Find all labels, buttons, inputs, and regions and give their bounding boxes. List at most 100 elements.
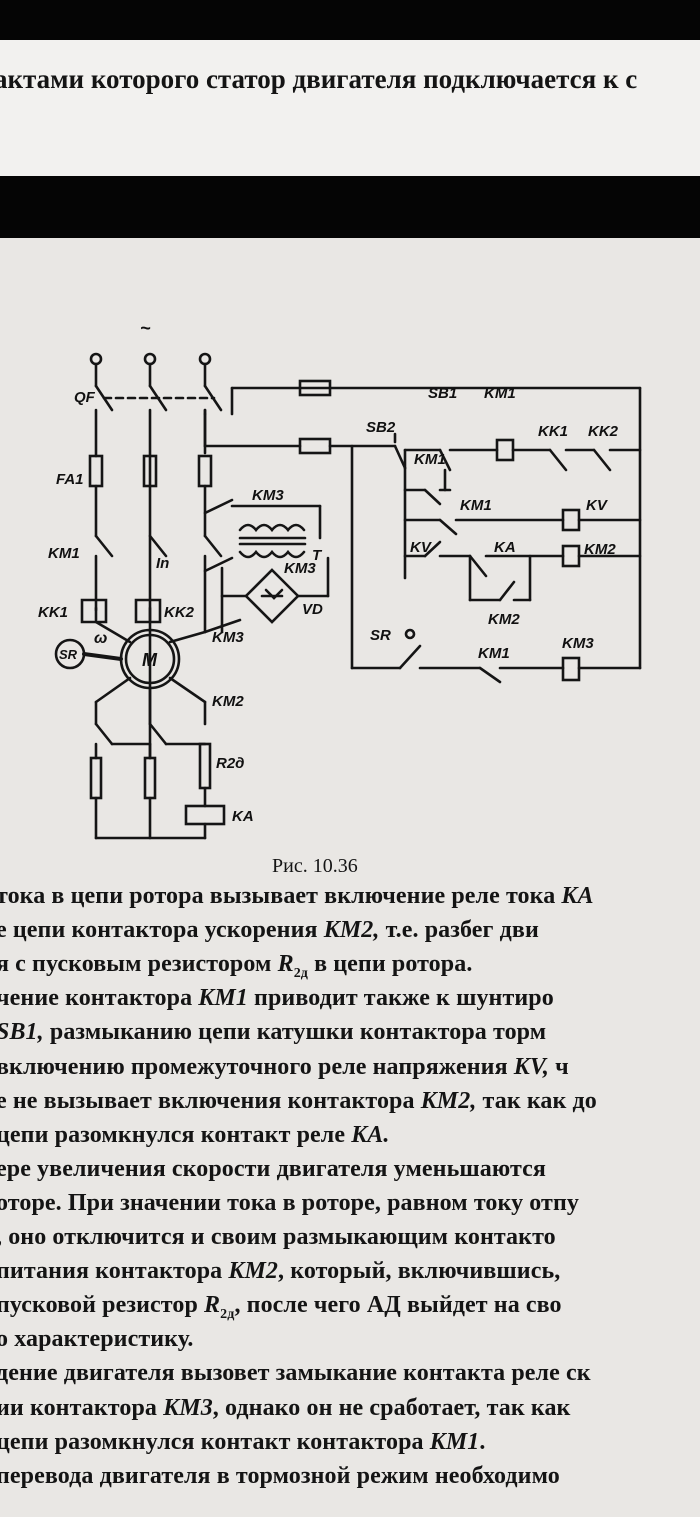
text-run: ч <box>549 1053 569 1080</box>
italic-term: KA. <box>351 1121 390 1148</box>
label-omega: ω <box>94 630 107 647</box>
italic-term: SB1, <box>0 1019 44 1046</box>
text-run: , оно отключится и своим размыкающим кон… <box>0 1224 556 1250</box>
text-run: т.е. разбег дви <box>379 917 539 944</box>
text-run: е цепи контактора ускорения <box>0 917 324 944</box>
label-in: In <box>156 555 169 572</box>
text-line: пусковой резистор R2д, после чего АД вый… <box>0 1292 562 1323</box>
text-run: ии контактора <box>0 1394 164 1421</box>
top-black-band <box>0 0 700 40</box>
text-line: е не вызывает включения контактора KM2, … <box>0 1088 597 1115</box>
text-run: , который, включившись, <box>278 1258 561 1285</box>
text-line: ии контактора KM3, однако он не сработае… <box>0 1395 570 1422</box>
text-run: оторе. При значении тока в роторе, равно… <box>0 1189 579 1216</box>
label-kk1: KK1 <box>38 604 68 621</box>
subscript: 2д <box>220 1306 235 1322</box>
text-run: питания контактора <box>0 1258 229 1285</box>
label-sr: SR <box>59 647 78 662</box>
circuit-diagram: QF ~ FA1 KM1 KK1 KK2 SR ω M In KM3 T KM3… <box>38 318 642 840</box>
label-km1-contact-2: KM1 <box>460 497 492 514</box>
text-line: е цепи контактора ускорения KM2, т.е. ра… <box>0 917 539 944</box>
text-run: размыканию цепи катушки контактора торм <box>43 1019 547 1046</box>
label-km1-contact-3: KM1 <box>478 645 510 662</box>
diagram-labels: QF ~ FA1 KM1 KK1 KK2 SR ω M In KM3 T KM3… <box>38 318 619 825</box>
label-kk1-ctrl: KK1 <box>538 423 568 440</box>
previous-page-strip: актами которого статор двигателя подключ… <box>0 40 700 176</box>
italic-term: R <box>204 1292 221 1319</box>
text-line: , оно отключится и своим размыкающим кон… <box>0 1224 556 1251</box>
text-line: о характеристику. <box>0 1326 194 1353</box>
label-km1-coil: KM1 <box>484 385 516 402</box>
text-run: перевода двигателя в тормозной режим нео… <box>0 1462 560 1489</box>
text-run: цепи разомкнулся контакт реле <box>0 1121 352 1148</box>
label-ka-contact: KA <box>494 539 516 556</box>
text-run: , однако он не сработает, так как <box>212 1394 571 1421</box>
label-sr-contact: SR <box>370 627 391 644</box>
text-line: питания контактора KM2, который, включив… <box>0 1258 560 1285</box>
text-line: включению промежуточного реле напряжения… <box>0 1054 569 1081</box>
italic-term: KM3 <box>163 1394 213 1421</box>
label-kv-contact: KV <box>410 539 433 556</box>
text-run: цепи разомкнулся контакт контактора <box>0 1428 430 1455</box>
text-run: дение двигателя вызовет замыкание контак… <box>0 1360 591 1387</box>
italic-term: KM1 <box>198 985 248 1012</box>
italic-term: KM2, <box>323 917 380 944</box>
label-km2-rotor: KM2 <box>212 693 244 710</box>
text-run: , после чего АД выйдет на сво <box>234 1292 562 1319</box>
text-line: чение контактора KM1 приводит также к шу… <box>0 985 554 1012</box>
label-vd: VD <box>302 601 323 618</box>
text-run: о характеристику. <box>0 1326 194 1353</box>
text-run: приводит также к шунтиро <box>247 985 554 1012</box>
label-qf: QF <box>74 389 96 406</box>
text-run: в цепи ротора. <box>307 951 473 978</box>
label-kv-coil: KV <box>586 497 609 514</box>
text-run: пусковой резистор <box>0 1292 205 1319</box>
italic-term: KM2 <box>228 1258 279 1285</box>
label-km3-top: KM3 <box>252 487 284 504</box>
text-line: цепи разомкнулся контакт контактора KM1. <box>0 1429 486 1456</box>
subscript: 2д <box>293 965 308 981</box>
label-kk2-ctrl: KK2 <box>588 423 619 440</box>
text-line: ере увеличения скорости двигателя уменьш… <box>0 1156 546 1183</box>
text-line: дение двигателя вызовет замыкание контак… <box>0 1360 591 1387</box>
label-km1-contact-1: KM1 <box>414 451 446 468</box>
label-t: T <box>312 547 323 564</box>
text-run: чение контактора <box>0 985 199 1012</box>
text-run: включению промежуточного реле напряжения <box>0 1053 514 1080</box>
book-page: QF ~ FA1 KM1 KK1 KK2 SR ω M In KM3 T KM3… <box>0 238 700 1517</box>
text-line: SB1, размыканию цепи катушки контактора … <box>0 1019 546 1046</box>
label-sb2: SB2 <box>366 419 396 436</box>
text-line: оторе. При значении тока в роторе, равно… <box>0 1190 579 1217</box>
label-tilde: ~ <box>140 318 151 338</box>
label-ka-rotor: KA <box>232 808 254 825</box>
italic-term: KM1 <box>429 1428 480 1455</box>
text-line: тока в цепи ротора вызывает включение ре… <box>0 883 594 910</box>
previous-page-text-line: актами которого статор двигателя подключ… <box>0 64 638 94</box>
label-fa1: FA1 <box>56 471 84 488</box>
text-run: ере увеличения скорости двигателя уменьш… <box>0 1155 546 1182</box>
label-r2d: R2д <box>216 755 244 772</box>
text-run: . <box>479 1428 486 1455</box>
text-line: перевода двигателя в тормозной режим нео… <box>0 1463 560 1490</box>
label-motor: M <box>142 650 158 670</box>
label-km1: KM1 <box>48 545 80 562</box>
italic-term: KA <box>561 883 594 909</box>
text-line: цепи разомкнулся контакт реле KA. <box>0 1122 390 1149</box>
figure-caption: Рис. 10.36 <box>272 855 358 877</box>
italic-term: KV, <box>513 1053 550 1080</box>
label-sb1: SB1 <box>428 385 457 402</box>
text-line: я с пусковым резистором R2д в цепи ротор… <box>0 951 472 982</box>
label-km3-bot: KM3 <box>212 629 244 646</box>
italic-term: R <box>277 951 294 978</box>
text-run: тока в цепи ротора вызывает включение ре… <box>0 883 562 909</box>
label-km2-coil: KM2 <box>584 541 616 558</box>
label-km3-coil: KM3 <box>562 635 594 652</box>
text-run: я с пусковым резистором <box>0 951 278 978</box>
label-kk2: KK2 <box>164 604 195 621</box>
label-km3-mid: KM3 <box>284 560 316 577</box>
text-run: так как до <box>476 1087 597 1114</box>
middle-black-band <box>0 176 700 238</box>
label-km2-contact: KM2 <box>488 611 520 628</box>
italic-term: KM2, <box>420 1087 477 1114</box>
text-run: е не вызывает включения контактора <box>0 1087 421 1114</box>
